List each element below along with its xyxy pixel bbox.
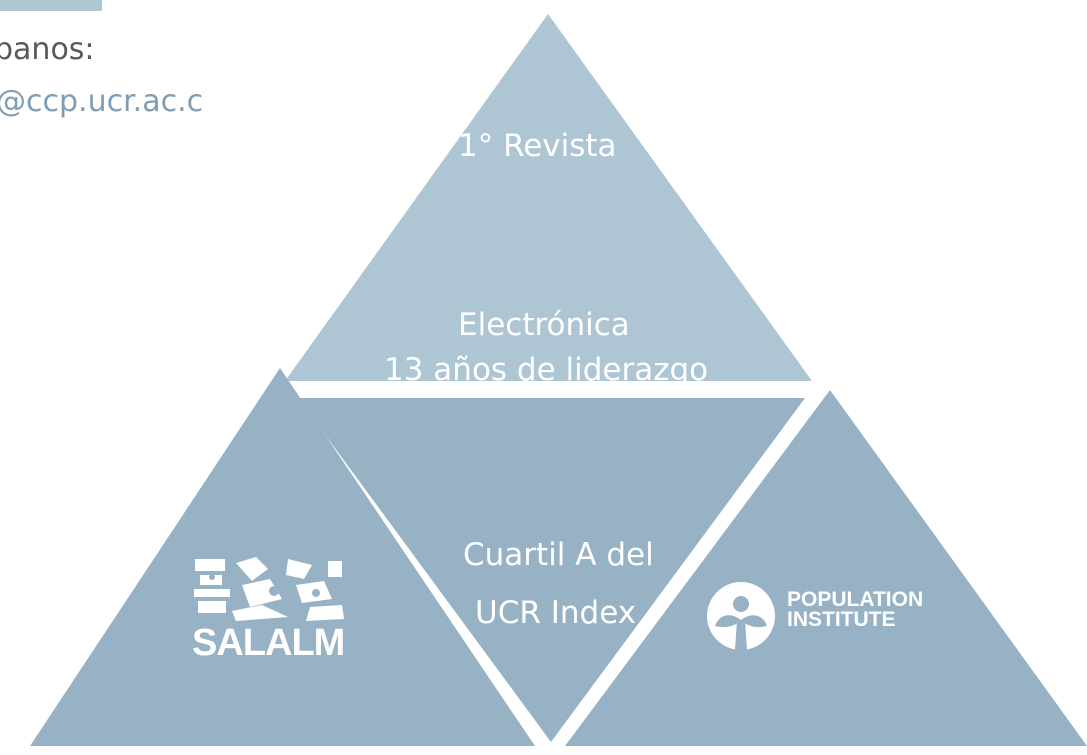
salalm-logo: SALALM xyxy=(192,555,346,665)
top-accent-line xyxy=(0,0,102,11)
top-triangle xyxy=(285,14,812,381)
population-institute-wordmark: POPULATION INSTITUTE xyxy=(787,588,924,631)
contact-label: banos: xyxy=(0,32,95,67)
salalm-wordmark: SALALM xyxy=(192,622,345,664)
population-word: POPULATION xyxy=(787,588,924,611)
center-triangle-line2: UCR Index xyxy=(475,595,637,631)
left-triangle xyxy=(30,368,535,746)
center-triangle-line1: Cuartil A del xyxy=(463,537,654,573)
top-triangle-line1: 1° Revista xyxy=(458,128,617,164)
top-triangle-line2: Electrónica xyxy=(458,307,630,343)
salalm-emblem-icon xyxy=(194,557,344,621)
population-institute-emblem-icon xyxy=(707,582,775,650)
institute-word: INSTITUTE xyxy=(787,608,896,631)
contact-email-link[interactable]: @ccp.ucr.ac.c xyxy=(0,84,204,119)
top-triangle-line3: 13 años de liderazgo xyxy=(384,352,709,388)
population-institute-logo: POPULATION INSTITUTE xyxy=(705,580,955,670)
right-triangle xyxy=(565,390,1087,746)
center-triangle xyxy=(298,398,805,742)
